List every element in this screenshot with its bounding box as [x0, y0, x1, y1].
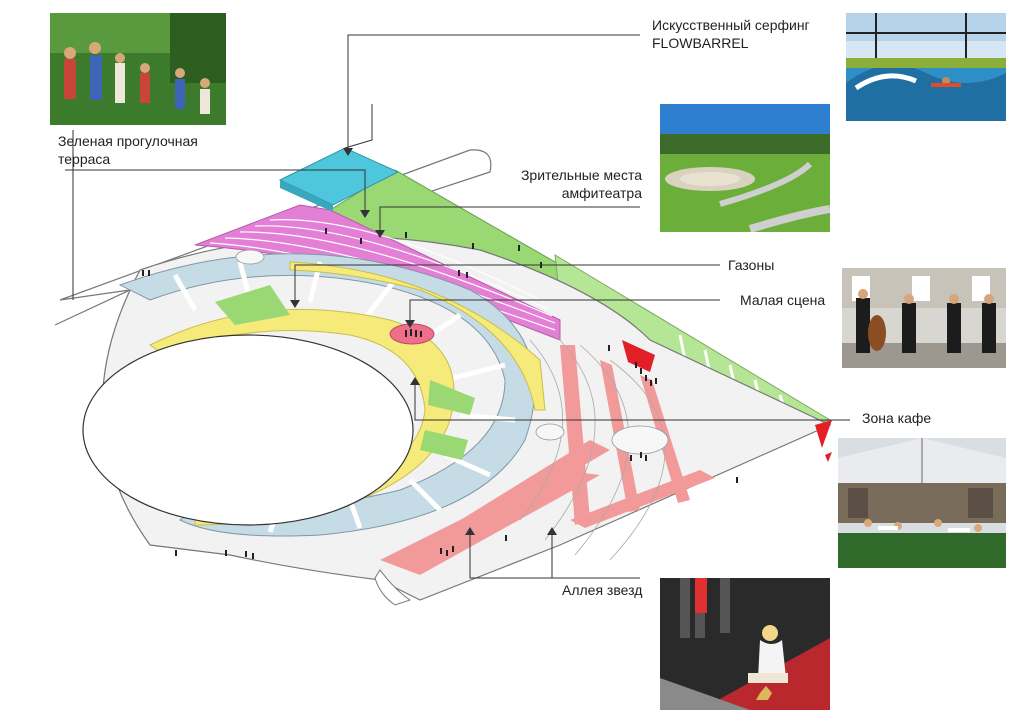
photo-cafe-umbrellas	[838, 438, 1006, 568]
label-surfing-line1: Искусственный серфинг	[652, 17, 810, 33]
plaza-circle	[611, 425, 669, 455]
callout-lines	[65, 34, 850, 579]
central-field	[82, 334, 414, 526]
photo-walk-of-fame	[660, 578, 830, 710]
plaza-circle-top	[235, 249, 265, 265]
label-stage: Малая сцена	[740, 292, 826, 308]
label-terrace-line1: Зеленая прогулочная	[58, 133, 198, 149]
stage-figures	[405, 329, 422, 337]
photo-amphitheatre-lawn	[660, 104, 830, 232]
label-amphitheatre-line2: амфитеатра	[561, 185, 642, 201]
label-cafe: Зона кафе	[862, 410, 932, 426]
label-surfing-line2: FLOWBARREL	[652, 35, 749, 51]
label-surfing: Искусственный серфинг FLOWBARREL	[652, 16, 810, 52]
lawn-inner-1	[215, 285, 290, 325]
lawn-inner-2	[428, 380, 475, 415]
yellow-inner-ring	[289, 261, 546, 411]
photo-flowbarrel-surf	[846, 13, 1006, 121]
walkway-tip	[374, 569, 412, 606]
label-terrace: Зеленая прогулочная терраса	[58, 132, 198, 168]
photo-park-crowd	[50, 13, 226, 125]
cafe-zone-red	[622, 340, 655, 372]
label-amphitheatre: Зрительные места амфитеатра	[508, 166, 642, 202]
cafe-flag	[825, 452, 832, 462]
label-lawns: Газоны	[728, 257, 775, 273]
glass-roof-ring	[118, 253, 536, 537]
terrace-box-side	[280, 180, 333, 212]
photo-street-musicians	[842, 268, 1006, 368]
label-stars: Аллея звезд	[562, 582, 643, 598]
label-amphitheatre-line1: Зрительные места	[520, 167, 642, 183]
lawn-inner-3	[420, 430, 468, 460]
plaza-circle-small	[535, 423, 565, 441]
callout-arrows	[290, 148, 557, 535]
cafe-corner-red	[815, 420, 832, 448]
label-terrace-line2: терраса	[58, 151, 111, 167]
walkway-edge	[54, 289, 131, 326]
people-figures	[142, 228, 738, 559]
